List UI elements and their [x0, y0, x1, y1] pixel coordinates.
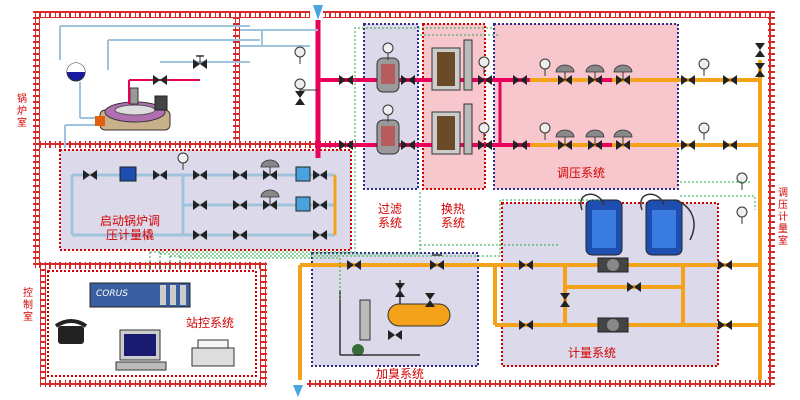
filter-label-line2: 系统	[377, 216, 402, 230]
filter-label: 过滤 系统	[370, 202, 410, 230]
zone-regulating	[493, 23, 679, 190]
odorizing-label: 加臭系统	[376, 367, 425, 381]
meter-room-label: 调压计量室	[778, 188, 788, 247]
boiler-skid-label-line2: 压计量橇	[105, 228, 154, 242]
boiler-skid-piping	[70, 152, 337, 240]
building-walls	[33, 11, 775, 387]
heat-exchange-label-line1: 换热	[440, 202, 465, 216]
station-control-label: 站控系统	[186, 316, 235, 330]
control-room-label: 控制室	[23, 288, 33, 323]
odorizing-unit	[298, 254, 495, 380]
boiler-skid-label: 启动锅炉调 压计量橇	[85, 214, 175, 242]
metering-runs	[493, 193, 760, 333]
heat-exchanger-units	[431, 39, 492, 155]
boiler-room-label: 锅炉室	[17, 94, 27, 129]
regulating-label: 调压系统	[557, 166, 606, 180]
station-control-hardware	[54, 282, 235, 371]
filter-label-line1: 过滤	[377, 202, 402, 216]
corus-brand-label: CORUS	[96, 289, 128, 299]
boiler-room-equipment	[59, 25, 260, 148]
heat-exchange-label: 换热 系统	[433, 202, 473, 230]
boiler-skid-label-line1: 启动锅炉调	[99, 214, 160, 228]
heat-exchange-label-line2: 系统	[440, 216, 465, 230]
signal-wiring	[149, 27, 756, 300]
filter-units	[376, 42, 415, 155]
metering-label: 计量系统	[568, 346, 617, 360]
